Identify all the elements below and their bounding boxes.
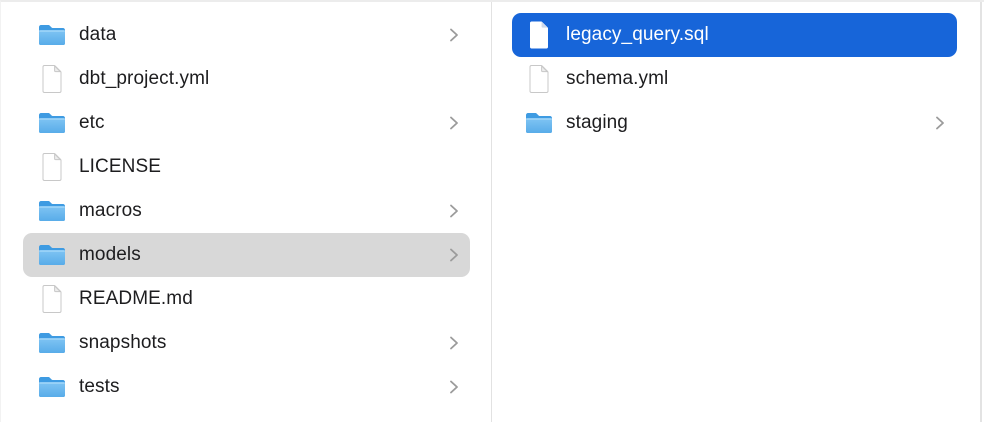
item-label: snapshots	[79, 332, 167, 353]
document-icon	[529, 65, 549, 93]
chevron-right-icon	[450, 204, 458, 218]
document-icon	[42, 285, 62, 313]
folder-icon	[39, 245, 65, 265]
item-label: tests	[79, 376, 120, 397]
folder-row-etc[interactable]: etc	[23, 101, 470, 145]
chevron-right-icon	[450, 336, 458, 350]
chevron-right-icon	[450, 28, 458, 42]
icon-slot	[37, 240, 67, 270]
file-row-schema-yml[interactable]: schema.yml	[512, 57, 957, 101]
chevron-container	[449, 247, 459, 263]
icon-slot	[37, 152, 67, 182]
item-label: etc	[79, 112, 105, 133]
folder-row-models[interactable]: models	[23, 233, 470, 277]
file-browser-column-right: legacy_query.sql schema.yml staging	[492, 2, 982, 422]
item-label: legacy_query.sql	[566, 24, 709, 45]
item-label: README.md	[79, 288, 193, 309]
icon-slot	[524, 64, 554, 94]
icon-slot	[37, 372, 67, 402]
chevron-container	[449, 203, 459, 219]
file-row-dbt-project-yml[interactable]: dbt_project.yml	[23, 57, 470, 101]
chevron-container	[449, 115, 459, 131]
folder-row-staging[interactable]: staging	[512, 101, 957, 145]
chevron-container	[449, 335, 459, 351]
chevron-container	[449, 27, 459, 43]
chevron-container	[935, 115, 945, 131]
folder-icon	[39, 333, 65, 353]
icon-slot	[37, 284, 67, 314]
chevron-right-icon	[936, 116, 944, 130]
folder-row-snapshots[interactable]: snapshots	[23, 321, 470, 365]
icon-slot	[524, 20, 554, 50]
icon-slot	[524, 108, 554, 138]
item-label: LICENSE	[79, 156, 162, 177]
folder-row-tests[interactable]: tests	[23, 365, 470, 409]
file-row-license[interactable]: LICENSE	[23, 145, 470, 189]
item-label: data	[79, 24, 117, 45]
document-icon	[530, 21, 548, 49]
icon-slot	[37, 328, 67, 358]
chevron-container	[449, 379, 459, 395]
folder-icon	[39, 201, 65, 221]
icon-slot	[37, 108, 67, 138]
item-label: models	[79, 244, 141, 265]
item-label: schema.yml	[566, 68, 669, 89]
item-label: macros	[79, 200, 142, 221]
folder-icon	[526, 113, 552, 133]
chevron-right-icon	[450, 248, 458, 262]
folder-icon	[39, 25, 65, 45]
folder-row-data[interactable]: data	[23, 13, 470, 57]
file-row-legacy-query-sql[interactable]: legacy_query.sql	[512, 13, 957, 57]
folder-icon	[39, 113, 65, 133]
file-row-readme-md[interactable]: README.md	[23, 277, 470, 321]
icon-slot	[37, 20, 67, 50]
folder-icon	[39, 377, 65, 397]
icon-slot	[37, 64, 67, 94]
item-label: staging	[566, 112, 628, 133]
folder-row-macros[interactable]: macros	[23, 189, 470, 233]
document-icon	[42, 153, 62, 181]
chevron-right-icon	[450, 116, 458, 130]
icon-slot	[37, 196, 67, 226]
document-icon	[42, 65, 62, 93]
item-label: dbt_project.yml	[79, 68, 210, 89]
chevron-right-icon	[450, 380, 458, 394]
